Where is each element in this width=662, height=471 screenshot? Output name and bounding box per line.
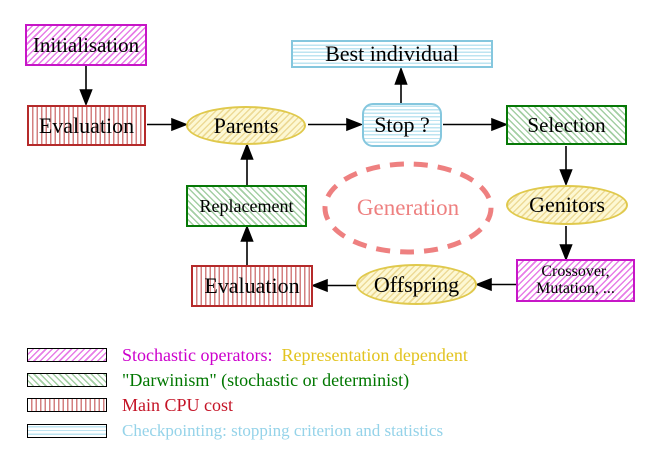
node-offspring: Offspring	[356, 264, 477, 305]
legend-label-checkpointing: Checkpointing: stopping criterion and st…	[122, 421, 444, 440]
arrow-stop-to-selection	[443, 117, 509, 132]
node-initialisation-label: Initialisation	[32, 32, 140, 57]
node-evaluation-bottom-label: Evaluation	[204, 273, 300, 299]
node-crossover-mutation: Crossover, Mutation, ...	[516, 259, 635, 302]
legend-label-stochastic-operators: Stochastic operators:Representation depe…	[122, 345, 468, 365]
generation-loop-ellipse	[322, 161, 494, 255]
node-selection-label: Selection	[527, 112, 606, 137]
arrow-replacement-to-parents	[240, 142, 254, 185]
arrow-selection-to-genitors	[559, 146, 573, 187]
node-stop-label: Stop ?	[374, 112, 430, 138]
node-evaluation-bottom: Evaluation	[191, 265, 313, 307]
legend-label-cpu-cost: Main CPU cost	[122, 395, 234, 415]
arrow-crossover-mutation-to-offspring	[474, 277, 516, 292]
node-crossover-label: Crossover,	[541, 262, 610, 280]
arrow-evaluation-to-replacement	[240, 224, 254, 265]
legend-swatch-checkpointing	[27, 424, 107, 438]
legend-swatch-stochastic-operators	[27, 348, 107, 362]
legend-swatch-darwinism	[27, 373, 107, 387]
node-stop: Stop ?	[362, 103, 442, 147]
node-genitors-label: Genitors	[529, 192, 605, 218]
arrow-parents-to-stop	[308, 117, 364, 132]
node-best-individual: Best individual	[291, 40, 493, 68]
legend-swatch-cpu-cost	[27, 398, 107, 412]
arrow-evaluation-to-parents	[147, 117, 189, 132]
node-selection: Selection	[506, 105, 627, 145]
node-best-individual-label: Best individual	[325, 41, 459, 67]
arrow-genitors-to-crossover-mutation	[559, 226, 573, 262]
node-parents-label: Parents	[213, 112, 279, 138]
node-mutation-label: Mutation, ...	[536, 279, 615, 297]
node-initialisation: Initialisation	[25, 24, 147, 66]
generation-label: Generation	[356, 195, 460, 220]
arrow-initialisation-to-evaluation	[79, 66, 93, 107]
arrow-offspring-to-evaluation	[310, 278, 356, 293]
node-offspring-label: Offspring	[373, 271, 460, 297]
legend-label-darwinism: "Darwinism" (stochastic or determinist)	[122, 370, 410, 390]
node-parents: Parents	[186, 106, 306, 145]
node-replacement-label: Replacement	[199, 195, 294, 216]
node-evaluation-top: Evaluation	[27, 105, 146, 146]
node-evaluation-top-label: Evaluation	[38, 112, 135, 138]
node-genitors: Genitors	[506, 185, 628, 225]
node-replacement: Replacement	[186, 185, 307, 227]
arrow-stop-to-best-individual	[394, 66, 408, 103]
